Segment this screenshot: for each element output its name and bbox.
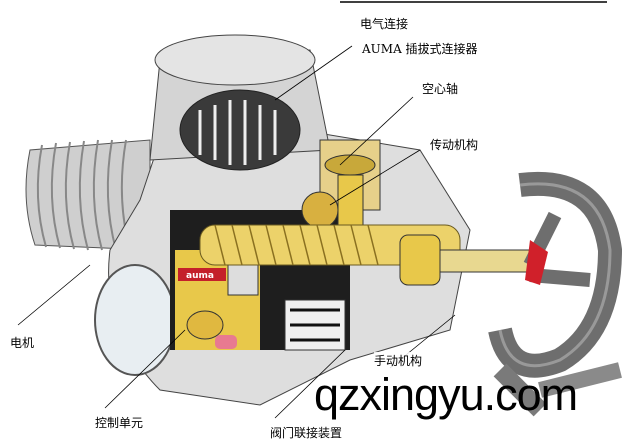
housing-drawing [94,34,531,406]
leader-lines [17,45,456,419]
handwheel-drawing [488,171,623,417]
label-valve-attachment: 阀门联接装置 [270,424,343,441]
label-gearing: 传动机构 [430,136,479,153]
label-hollow-shaft: 空心轴 [422,80,459,97]
motor-drawing [25,139,151,251]
label-motor: 电机 [10,334,35,351]
label-control-unit: 控制单元 [95,414,144,431]
label-electrical-connection: 电气连接 [360,15,409,32]
auma-logo-text: auma [186,271,214,281]
label-plug-connector: AUMA 插拔式连接器 [362,40,478,57]
watermark: qzxingyu.com [314,369,578,420]
auma-logo: auma [178,268,226,281]
label-handwheel: 手动机构 [374,352,423,369]
